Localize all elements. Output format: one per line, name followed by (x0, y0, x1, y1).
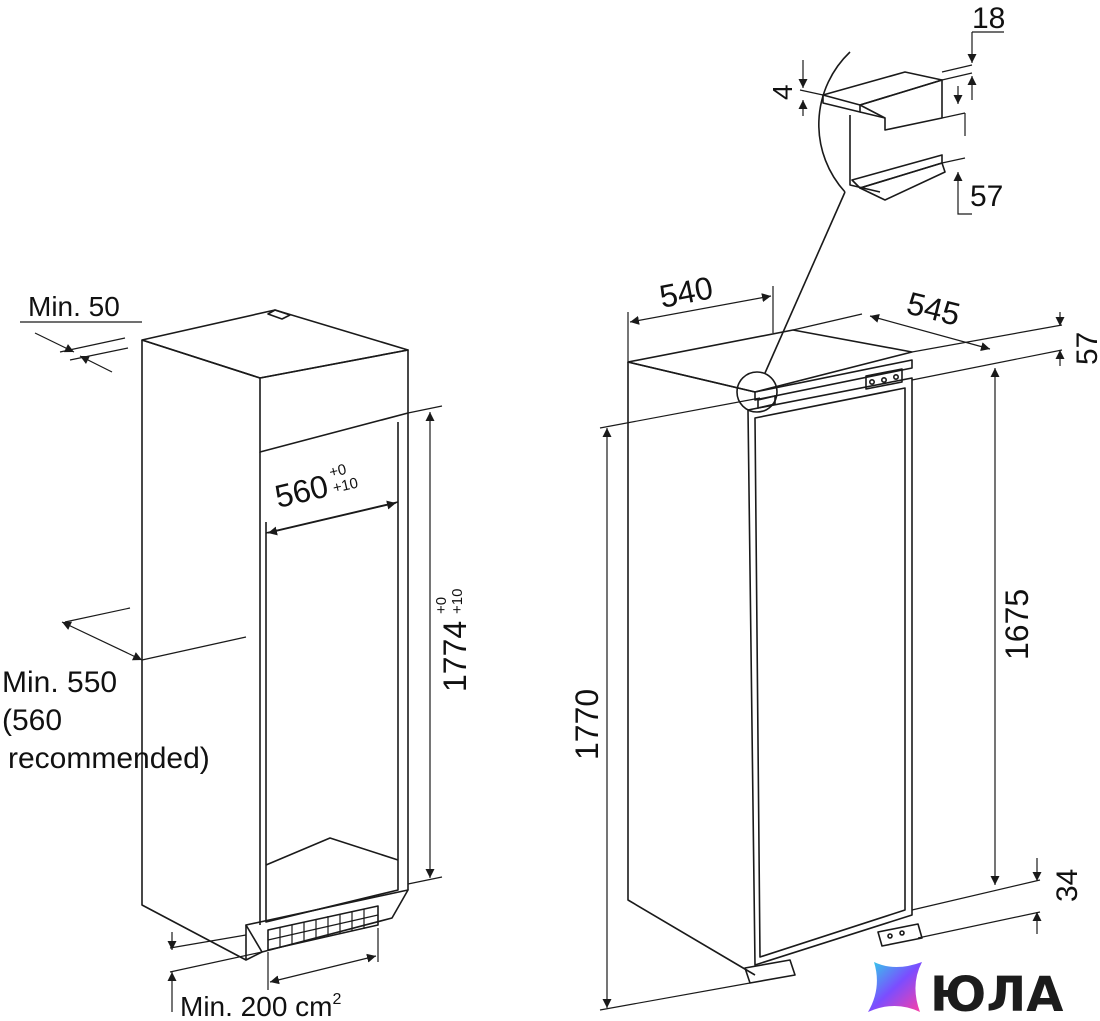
logo-text: ЮЛА (930, 967, 1063, 1021)
label-min550: Min. 550 (2, 666, 117, 699)
d34-ext-top (911, 879, 1041, 911)
plinth-ext-bottom (169, 951, 263, 973)
width560-dim-line (267, 500, 397, 536)
label-recommended: recommended) (8, 742, 210, 775)
label-d1770: 1770 (569, 689, 605, 760)
left-dimension-lines (20, 321, 443, 1012)
label-d57r-group: 57 (1071, 332, 1100, 365)
detail-lower-bar-face (859, 162, 946, 201)
min550-ext-2 (141, 636, 247, 661)
label-d1770-group: 1770 (569, 689, 605, 760)
label-560-open: (560 (2, 704, 62, 737)
d545-dim-line (869, 314, 991, 351)
hinge-screw-1 (868, 378, 875, 385)
label-d4-group: 4 (767, 84, 798, 100)
min50-arrow-2 (79, 355, 113, 373)
label-d57-detail: 57 (970, 180, 1003, 213)
d57r-ext-top (911, 324, 1063, 353)
d1770-ext-bottom (599, 982, 751, 1011)
appliance-door-inner (754, 387, 906, 958)
d18-ext-2 (941, 72, 973, 81)
d545-ext-left (792, 313, 863, 331)
label-h1774: 1774 (437, 621, 473, 692)
label-d34-group: 34 (1051, 869, 1084, 902)
vent-width-dim (269, 953, 377, 985)
hinge-screw-3 (892, 373, 899, 380)
cabinet-top-board (141, 309, 409, 379)
d57d-leader (957, 196, 972, 215)
left-dimension-labels: Min. 50 Min. 550 (560 recommended) 560 +… (2, 291, 473, 1021)
detail-step (859, 111, 886, 119)
detail-callout-leader (764, 191, 846, 374)
cabinet-niche (141, 309, 409, 961)
appliance-foot-left (744, 959, 796, 984)
label-width560-group: 560 +0 +10 (271, 461, 360, 515)
detail-callout-circle (736, 371, 778, 413)
top-hinge-bar (754, 359, 913, 401)
label-d1675: 1675 (999, 589, 1035, 660)
cabinet-left-side (141, 340, 247, 961)
cabinet-plinth-top (245, 889, 409, 953)
foot-screw-1 (887, 933, 893, 939)
right-dimension-labels: 540 545 57 1770 1675 34 18 4 57 (569, 2, 1100, 902)
appliance-door (747, 377, 913, 966)
hinge-bracket-right (865, 368, 903, 390)
min50-arrow-1 (34, 332, 75, 353)
hinge-bracket-left (757, 395, 776, 409)
d4-ext (799, 89, 824, 96)
cabinet-top-lip (267, 309, 291, 320)
h1774-ext-bottom (407, 876, 443, 885)
d57d-ext-top (941, 112, 966, 119)
label-min200: Min. 200 cm2 (180, 991, 342, 1021)
detail-top-flange (822, 71, 943, 106)
logo-mark-icon (868, 962, 922, 1012)
d57r-ext-bottom (911, 349, 1063, 381)
label-width560: 560 (271, 468, 331, 515)
vent-grille (267, 905, 379, 951)
label-width560-tol-bottom: +10 (331, 475, 360, 497)
label-d4: 4 (767, 84, 798, 100)
detail-flange-edge (822, 95, 861, 113)
label-d18: 18 (972, 2, 1005, 35)
d540-dim-line (629, 293, 772, 325)
appliance-foot-right (877, 923, 923, 947)
label-d545: 545 (903, 285, 964, 333)
foot-screw-2 (899, 930, 905, 936)
hinge-detail-view (818, 51, 946, 201)
label-d545-group: 545 (903, 285, 964, 333)
d34-ext-bottom (917, 911, 1041, 939)
cabinet-plinth-front (245, 925, 263, 961)
detail-front-plate (859, 79, 943, 131)
detail-lower-bar (851, 154, 943, 189)
yula-logo: ЮЛА (868, 962, 1063, 1021)
detail-side-wall (849, 115, 881, 193)
plinth-ext-top (169, 934, 247, 949)
label-h1774-group: 1774 +0 +10 (433, 589, 473, 692)
label-d34: 34 (1051, 869, 1084, 902)
label-width560-tol-top: +0 (328, 461, 348, 481)
hinge-screw-2 (880, 376, 887, 383)
appliance-left-side (627, 362, 756, 976)
appliance-top-left-edge (627, 361, 756, 393)
h1774-ext-top (407, 405, 443, 414)
label-h1774-tol-top: +0 (433, 597, 450, 614)
detail-view-arc (818, 51, 851, 193)
right-dimension-lines (599, 31, 1065, 1011)
d57d-ext-bottom (941, 157, 966, 164)
cabinet-top-rail (259, 349, 409, 453)
label-h1774-tol-bottom: +10 (449, 589, 466, 614)
cabinet-floor-back (265, 837, 399, 866)
min550-dim-line (61, 621, 143, 661)
d1770-ext-top (599, 397, 761, 429)
d18-ext-1 (941, 64, 973, 73)
min550-ext-1 (64, 607, 131, 623)
vent-grille-slots (267, 909, 379, 947)
min50-ext-2 (69, 347, 129, 361)
label-min50: Min. 50 (28, 291, 120, 322)
label-d57-right: 57 (1071, 332, 1100, 365)
label-d1675-group: 1675 (999, 589, 1035, 660)
